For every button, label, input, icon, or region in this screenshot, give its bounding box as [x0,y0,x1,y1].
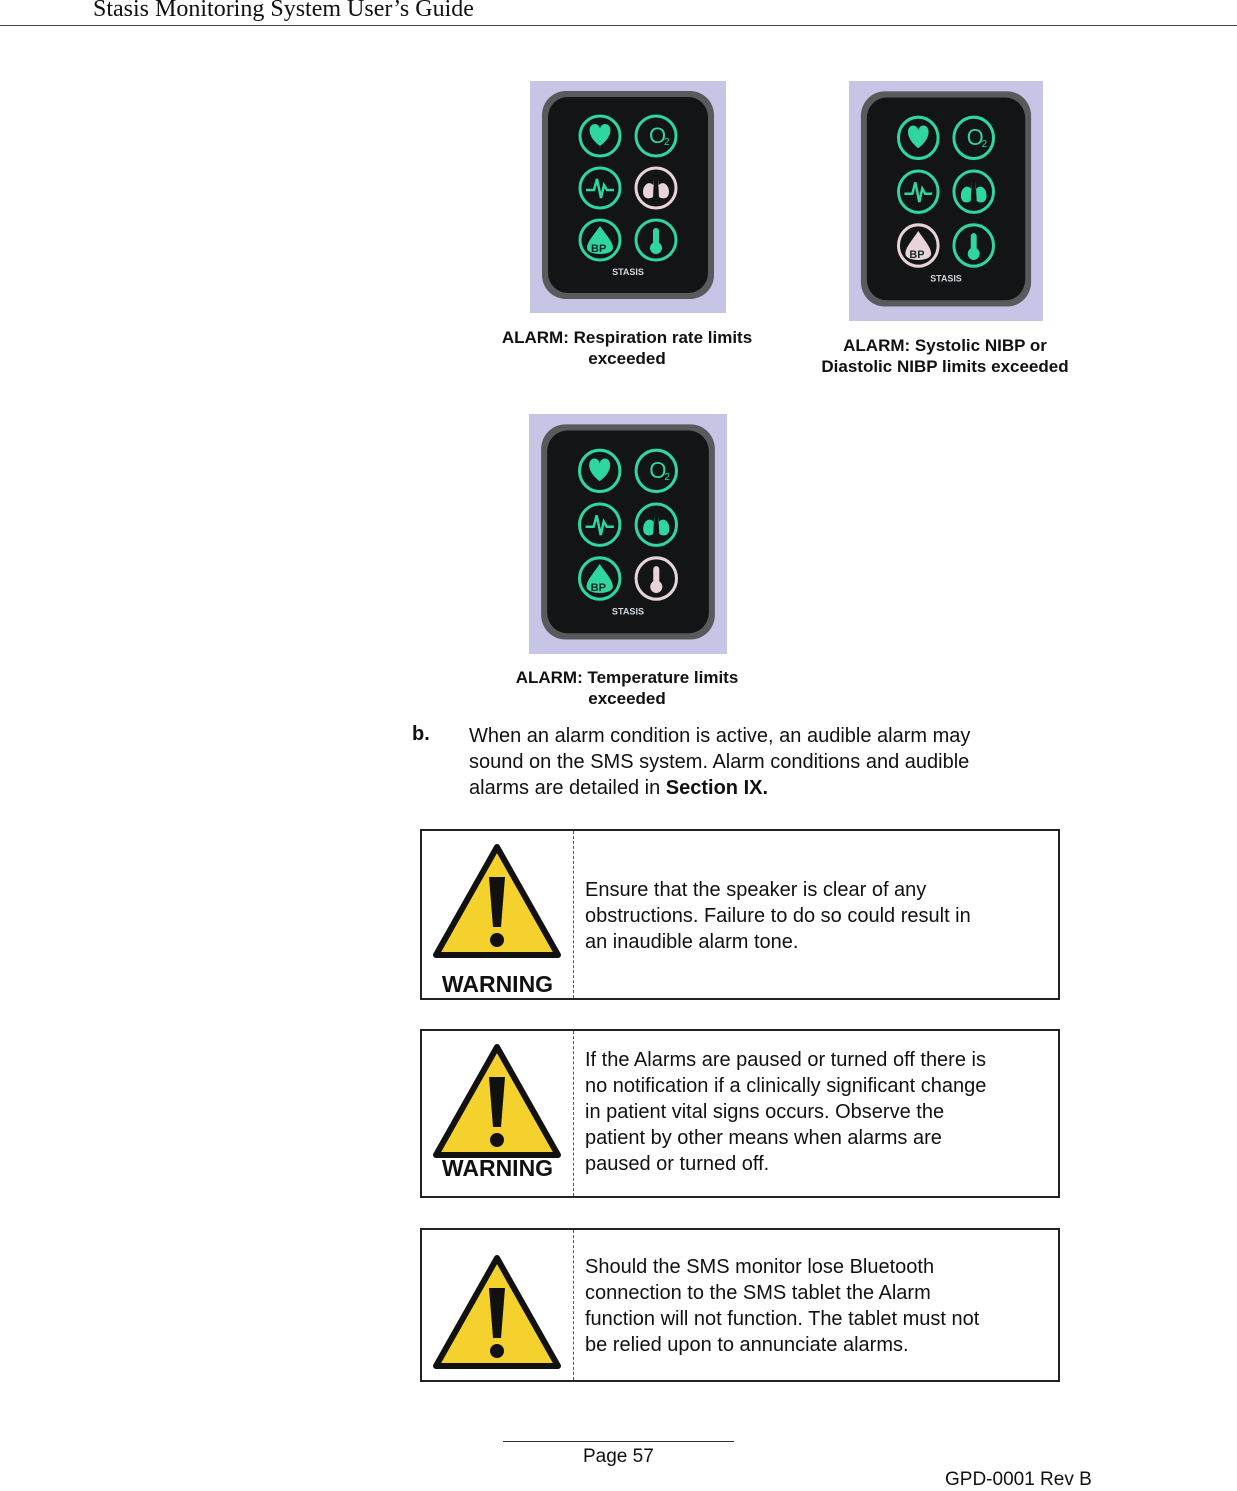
warning-box-speaker: WARNING Ensure that the speaker is clear… [420,829,1060,1000]
svg-text:BP: BP [591,582,607,594]
caption-respiration-line1: ALARM: Respiration rate limits [501,328,753,347]
warning-text-alarms-paused: If the Alarms are paused or turned off t… [585,1047,1048,1177]
svg-text:BP: BP [591,243,606,255]
svg-text:2: 2 [664,137,670,148]
item-b-line3: alarms are detailed in Section IX. [469,775,1069,801]
warning-triangle-icon [432,1043,562,1164]
warning-line: function will not function. The tablet m… [585,1308,980,1330]
item-b-line2: sound on the SMS system. Alarm condition… [469,751,970,773]
warning-box-bluetooth: Should the SMS monitor lose Bluetooth co… [420,1228,1060,1382]
item-b-label: b. [412,723,430,745]
svg-text:O: O [649,123,666,148]
section-reference: Section IX. [665,777,769,799]
warning-line: paused or turned off. [585,1153,770,1175]
warning-line: Ensure that the speaker is clear of any [585,879,927,901]
warning-line: obstructions. Failure to do so could res… [585,905,971,927]
caption-nibp-line2: Diastolic NIBP limits exceeded [821,357,1069,376]
warning-line: connection to the SMS tablet the Alarm [585,1282,931,1304]
warning-box-alarms-paused: WARNING If the Alarms are paused or turn… [420,1029,1060,1198]
caption-nibp: ALARM: Systolic NIBP or Diastolic NIBP l… [800,335,1090,377]
column-divider [573,1230,574,1380]
item-b-line3-prefix: alarms are detailed in [469,777,666,799]
warning-line: If the Alarms are paused or turned off t… [585,1049,986,1071]
warning-line: in patient vital signs occurs. Observe t… [585,1101,945,1123]
warning-label: WARNING [441,971,554,997]
svg-text:O: O [967,125,984,151]
footer-rule [503,1441,734,1442]
svg-text:STASIS: STASIS [612,267,644,277]
column-divider [573,1031,574,1196]
warning-text-bluetooth: Should the SMS monitor lose Bluetooth co… [585,1254,1048,1358]
caption-respiration: ALARM: Respiration rate limits exceeded [480,327,774,369]
svg-text:STASIS: STASIS [930,274,962,284]
document-header-title: Stasis Monitoring System User’s Guide [93,0,474,22]
warning-line: be relied upon to annunciate alarms. [585,1334,909,1356]
caption-temperature-line1: ALARM: Temperature limits [515,668,739,687]
item-b-line1: When an alarm condition is active, an au… [469,725,971,747]
caption-temperature: ALARM: Temperature limits exceeded [480,667,774,709]
warning-label: WARNING [441,1155,554,1181]
warning-text-speaker: Ensure that the speaker is clear of any … [585,877,1048,955]
warning-line: no notification if a clinically signific… [585,1075,987,1097]
svg-text:O: O [649,458,666,483]
document-id: GPD-0001 Rev B [945,1469,1092,1490]
column-divider [573,831,574,998]
warning-line: an inaudible alarm tone. [585,931,799,953]
caption-temperature-line2: exceeded [588,689,666,708]
page-number: Page 57 [583,1446,654,1467]
caption-nibp-line1: ALARM: Systolic NIBP or [843,336,1047,355]
warning-triangle-icon [432,843,562,964]
svg-text:BP: BP [909,249,925,261]
svg-text:2: 2 [982,139,988,150]
warning-triangle-icon [432,1254,562,1375]
caption-respiration-line2: exceeded [588,349,666,368]
warning-line: Should the SMS monitor lose Bluetooth [585,1256,935,1278]
item-b-text: When an alarm condition is active, an au… [469,723,1069,801]
svg-text:2: 2 [664,472,670,483]
header-rule [0,25,1237,26]
warning-line: patient by other means when alarms are [585,1127,942,1149]
svg-text:STASIS: STASIS [612,607,644,617]
